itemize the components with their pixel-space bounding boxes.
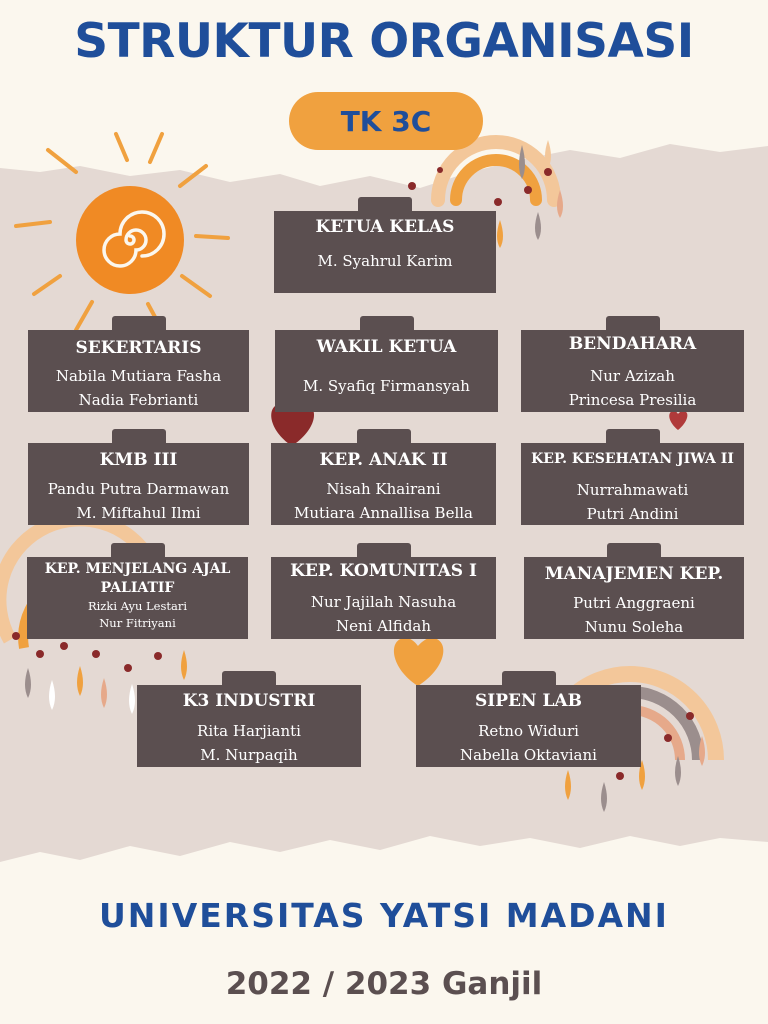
- academic-period: 2022 / 2023 Ganjil: [225, 966, 543, 1002]
- role-title: SIPEN LAB: [475, 691, 582, 711]
- role-title: MANAJEMEN KEP.: [544, 564, 724, 584]
- member-name: Putri Andini: [586, 505, 679, 523]
- role-title: KMB III: [99, 450, 178, 470]
- member-name: M. Nurpaqih: [200, 746, 298, 764]
- role-box-wakil-ketua: WAKIL KETUA M. Syafiq Firmansyah: [275, 316, 498, 412]
- member-name: M. Syahrul Karim: [317, 252, 453, 270]
- member-name: Rita Harjianti: [197, 722, 301, 740]
- role-box-ketua-kelas: KETUA KELAS M. Syahrul Karim: [274, 197, 496, 293]
- role-box-sipen-lab: SIPEN LAB Retno Widuri Nabella Oktaviani: [416, 671, 641, 767]
- member-name: Putri Anggraeni: [573, 594, 695, 612]
- role-title: BENDAHARA: [568, 334, 697, 354]
- role-box-kep-anak-ii: KEP. ANAK II Nisah Khairani Mutiara Anna…: [271, 429, 496, 525]
- member-name: Pandu Putra Darmawan: [47, 480, 230, 498]
- role-box-bendahara: BENDAHARA Nur Azizah Princesa Presilia: [521, 316, 744, 412]
- rain-drops-icon: [565, 712, 705, 812]
- box-tab: [110, 543, 165, 558]
- member-name: Nur Jajilah Nasuha: [310, 593, 457, 611]
- university-name: UNIVERSITAS YATSI MADANI: [99, 896, 669, 935]
- rain-drops-icon: [408, 140, 563, 248]
- role-title: KEP. KESEHATAN JIWA II: [531, 451, 734, 467]
- role-box-sekertaris: SEKERTARIS Nabila Mutiara Fasha Nadia Fe…: [28, 316, 249, 412]
- member-name: Nur Azizah: [590, 367, 675, 385]
- role-title: SEKERTARIS: [75, 338, 202, 358]
- box-tab: [359, 316, 414, 331]
- member-name: Retno Widuri: [478, 722, 579, 740]
- role-box-kep-komunitas-i: KEP. KOMUNITAS I Nur Jajilah Nasuha Neni…: [271, 543, 496, 639]
- member-name: Mutiara Annallisa Bella: [293, 504, 473, 522]
- class-badge-label: TK 3C: [340, 104, 432, 138]
- box-tab: [605, 429, 660, 444]
- box-tab: [222, 671, 276, 686]
- box-tab: [356, 543, 411, 558]
- role-title: KETUA KELAS: [315, 217, 455, 237]
- member-name: Neni Alfidah: [335, 617, 432, 635]
- member-name: Nunu Soleha: [584, 618, 684, 636]
- role-title: KEP. MENJELANG AJAL PALIATIF: [44, 561, 231, 596]
- heart-icon: [271, 403, 315, 446]
- box-tab: [111, 316, 166, 331]
- class-badge: TK 3C: [289, 92, 483, 150]
- box-tab: [607, 543, 661, 558]
- box-tab: [358, 197, 412, 212]
- role-box-kmb-iii: KMB III Pandu Putra Darmawan M. Miftahul…: [28, 429, 249, 525]
- heart-icon: [669, 410, 688, 430]
- box-tab: [501, 671, 556, 686]
- box-tab: [111, 429, 166, 444]
- member-name: M. Miftahul Ilmi: [76, 504, 201, 522]
- member-name: Princesa Presilia: [568, 391, 697, 409]
- role-box-k3-industri: K3 INDUSTRI Rita Harjianti M. Nurpaqih: [137, 671, 361, 767]
- member-name: M. Syafiq Firmansyah: [303, 377, 470, 395]
- role-box-manajemen-kep: MANAJEMEN KEP. Putri Anggraeni Nunu Sole…: [524, 543, 744, 639]
- member-name: Nabella Oktaviani: [460, 746, 597, 764]
- member-name: Nurrahmawati: [576, 481, 689, 499]
- member-name: Nabila Mutiara Fasha: [55, 367, 222, 385]
- role-title: K3 INDUSTRI: [182, 691, 316, 711]
- member-name: Nisah Khairani: [326, 480, 441, 498]
- role-box-kep-kesehatan-jiwa-ii: KEP. KESEHATAN JIWA II Nurrahmawati Putr…: [521, 429, 744, 525]
- sun-icon: [14, 132, 230, 332]
- role-title: WAKIL KETUA: [316, 337, 457, 357]
- box-tab: [605, 316, 660, 331]
- role-title: KEP. ANAK II: [319, 450, 448, 470]
- rain-drops-icon: [12, 632, 187, 714]
- heart-icon: [393, 637, 444, 686]
- member-name: Nadia Febrianti: [78, 391, 199, 409]
- member-name: Rizki Ayu Lestari: [87, 599, 188, 613]
- page-title: STRUKTUR ORGANISASI: [74, 14, 694, 69]
- box-tab: [356, 429, 411, 444]
- member-name: Nur Fitriyani: [99, 616, 176, 630]
- role-title: KEP. KOMUNITAS I: [290, 561, 477, 581]
- role-box-kep-menjelang-ajal-paliatif: KEP. MENJELANG AJAL PALIATIF Rizki Ayu L…: [27, 543, 248, 639]
